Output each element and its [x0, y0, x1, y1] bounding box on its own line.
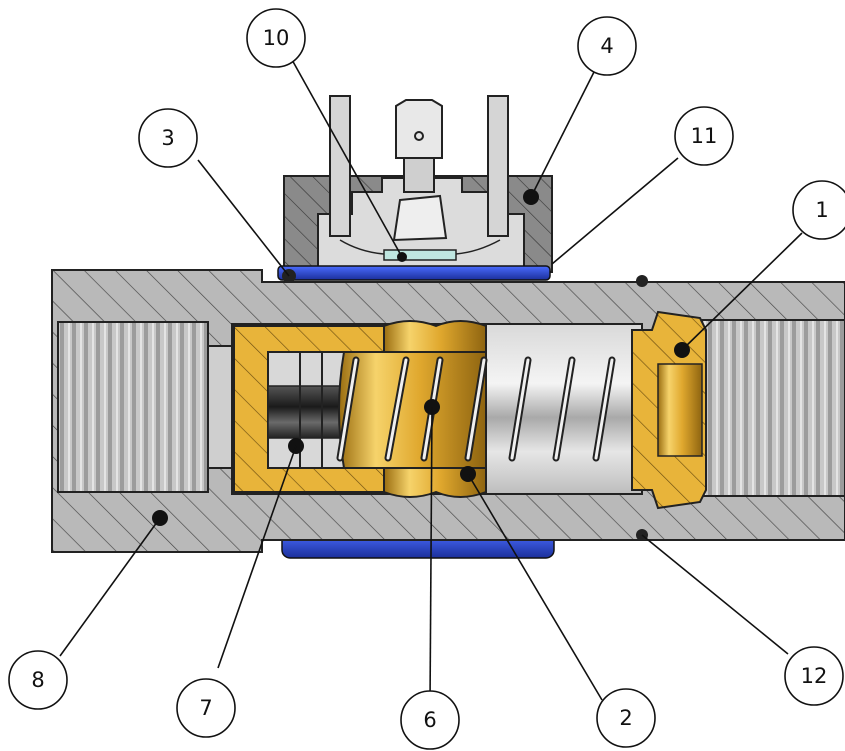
leader-lines [59, 57, 803, 705]
upper-blue-band [277, 265, 551, 281]
callout-2: 2 [596, 688, 656, 748]
callout-label: 4 [600, 34, 613, 58]
callout-label: 2 [619, 706, 632, 730]
callout-4: 4 [577, 16, 637, 76]
callout-7: 7 [176, 678, 236, 738]
callout-label: 11 [691, 124, 718, 148]
callout-1: 1 [792, 180, 845, 240]
callout-8: 8 [8, 650, 68, 710]
callout-label: 12 [801, 664, 828, 688]
callout-12: 12 [784, 646, 844, 706]
callout-label: 1 [815, 198, 828, 222]
callout-6: 6 [400, 690, 460, 750]
piston [233, 320, 487, 498]
callout-label: 10 [263, 26, 290, 50]
callout-label: 6 [423, 708, 436, 732]
callout-3: 3 [138, 108, 198, 168]
switch-housing [283, 95, 553, 273]
spring [336, 356, 616, 462]
end-stop [631, 310, 707, 510]
callout-label: 7 [199, 696, 212, 720]
callout-label: 3 [161, 126, 174, 150]
callout-10: 10 [246, 8, 306, 68]
callout-label: 8 [31, 668, 44, 692]
callout-11: 11 [674, 106, 734, 166]
